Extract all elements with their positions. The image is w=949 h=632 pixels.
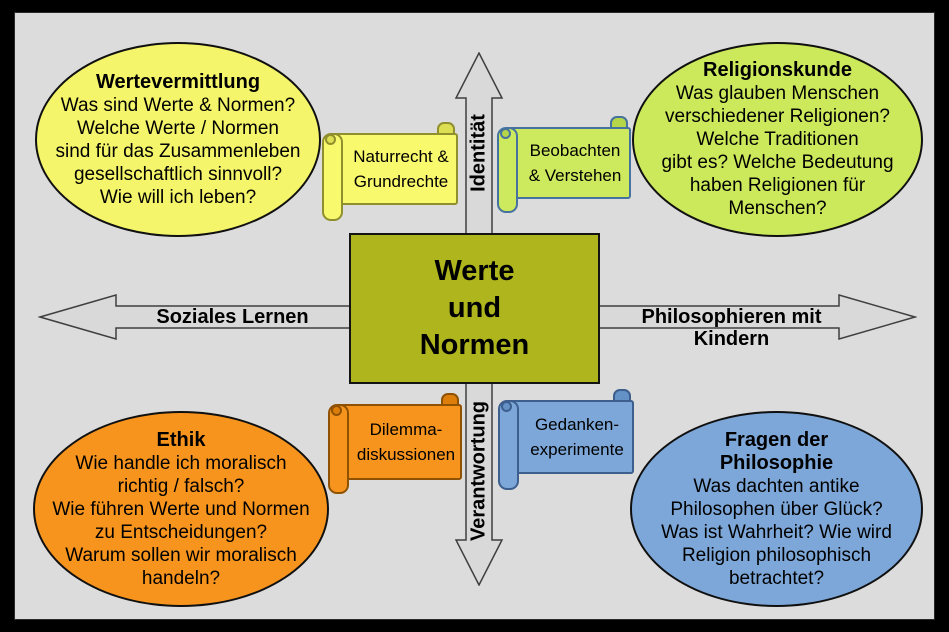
scroll-naturrecht: Naturrecht & Grundrechte xyxy=(322,122,458,221)
bubble-body: Was glauben Menschen verschiedener Relig… xyxy=(661,83,894,219)
scroll-dilemma: Dilemma- diskussionen xyxy=(328,393,462,494)
bubble-ethik: Ethik Wie handle ich moralisch richtig /… xyxy=(33,411,329,607)
scroll-cap-icon xyxy=(331,405,342,416)
scroll-roll-icon xyxy=(328,404,349,494)
axis-label-soziales-lernen: Soziales Lernen xyxy=(156,306,309,328)
scroll-gedanken: Gedanken- experimente xyxy=(498,389,634,490)
bubble-wertevermittlung: Wertevermittlung Was sind Werte & Normen… xyxy=(35,42,321,237)
left-arrow-icon xyxy=(38,294,351,340)
axis-label-verantwortung: Verantwortung xyxy=(467,400,490,542)
down-arrow-icon xyxy=(454,382,504,586)
scroll-label: Dilemma- diskussionen xyxy=(356,420,456,464)
scroll-label: Naturrecht & Grundrechte xyxy=(353,147,449,191)
scroll-roll-icon xyxy=(322,133,343,221)
scroll-label: Gedanken- experimente xyxy=(530,415,624,459)
scroll-cap-icon xyxy=(501,401,512,412)
bubble-title: Fragen der Philosophie xyxy=(719,428,834,474)
bubble-religionskunde: Religionskunde Was glauben Menschen vers… xyxy=(632,42,923,237)
scroll-cap-icon xyxy=(500,128,511,139)
axis-label-identitaet: Identität xyxy=(467,114,490,192)
scroll-cap-icon xyxy=(325,134,336,145)
up-arrow-icon xyxy=(454,52,504,235)
bubble-body: Wie handle ich moralisch richtig / falsc… xyxy=(52,452,310,589)
bubble-title: Wertevermittlung xyxy=(95,70,261,93)
scroll-roll-icon xyxy=(497,127,518,213)
scroll-beobachten: Beobachten & Verstehen xyxy=(497,116,631,213)
scroll-label: Beobachten & Verstehen xyxy=(528,141,622,185)
bubble-body: Was dachten antike Philosophen über Glüc… xyxy=(661,475,892,589)
bubble-fragen-der-philosophie: Fragen der Philosophie Was dachten antik… xyxy=(630,411,923,607)
axis-label-philosophieren: Philosophieren mit Kindern xyxy=(641,306,822,350)
bubble-title: Religionskunde xyxy=(703,59,852,81)
right-arrow-icon xyxy=(598,294,917,340)
scroll-roll-icon xyxy=(498,400,519,490)
bubble-title: Ethik xyxy=(156,428,206,451)
center-box-werte-und-normen: Werte und Normen xyxy=(349,233,600,384)
bubble-body: Was sind Werte & Normen? Welche Werte / … xyxy=(55,94,301,208)
